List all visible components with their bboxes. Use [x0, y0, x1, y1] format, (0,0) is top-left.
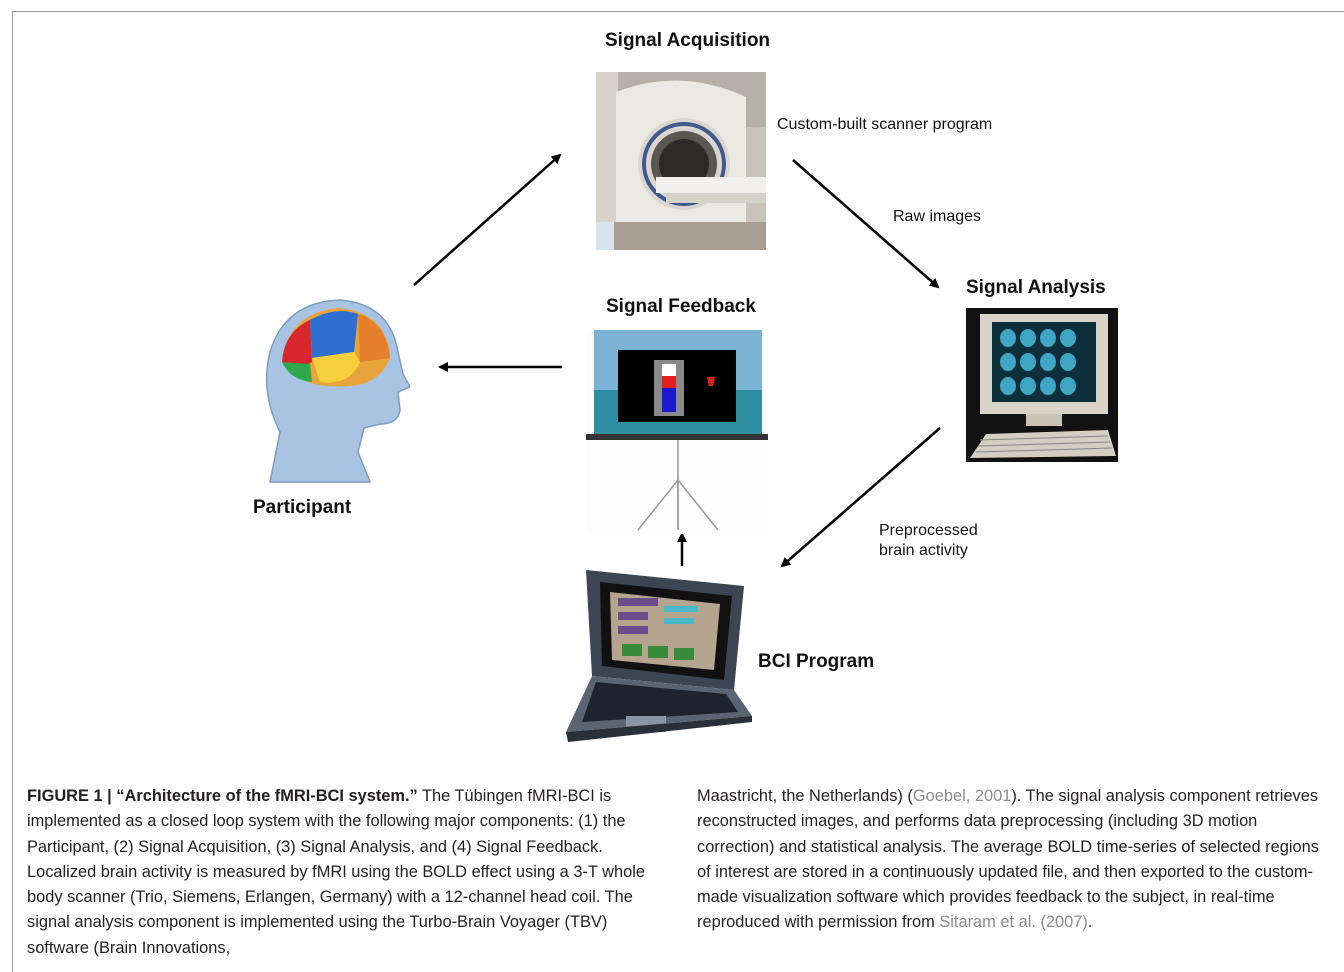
label-signal-analysis: Signal Analysis [966, 277, 1106, 298]
bci-laptop-image [566, 570, 752, 742]
caption-right-pre: Maastricht, the Netherlands) ( [697, 787, 913, 805]
label-preprocessed-line1: Preprocessed [879, 522, 978, 539]
analysis-computer-image [966, 308, 1118, 462]
label-scanner-program: Custom-built scanner program [777, 116, 993, 133]
reference-link-sitaram[interactable]: Sitaram et al. (2007) [939, 913, 1088, 932]
figure-label: FIGURE 1 | [27, 787, 117, 805]
figure-caption-right: Maastricht, the Netherlands) (Goebel, 20… [697, 784, 1337, 936]
figure-caption-left: FIGURE 1 | “Architecture of the fMRI-BCI… [27, 784, 669, 961]
label-signal-acquisition: Signal Acquisition [605, 30, 771, 51]
feedback-screen-image [586, 330, 768, 534]
figure-frame [12, 11, 1344, 972]
reference-link-goebel[interactable]: Goebel, 2001 [912, 787, 1012, 805]
label-raw-images: Raw images [893, 208, 982, 225]
caption-right-mid: ). The signal analysis component retriev… [697, 787, 1319, 932]
label-bci-program: BCI Program [758, 651, 875, 672]
caption-right-end: . [1087, 913, 1093, 932]
label-participant: Participant [253, 497, 352, 518]
mri-scanner-image [596, 72, 766, 250]
figure-title: “Architecture of the fMRI-BCI system.” [116, 787, 418, 805]
label-signal-feedback: Signal Feedback [606, 296, 756, 317]
label-preprocessed-line2: brain activity [879, 542, 968, 559]
participant-head-image [265, 299, 410, 483]
caption-left-text: The Tübingen fMRI-BCI is implemented as … [27, 787, 645, 957]
